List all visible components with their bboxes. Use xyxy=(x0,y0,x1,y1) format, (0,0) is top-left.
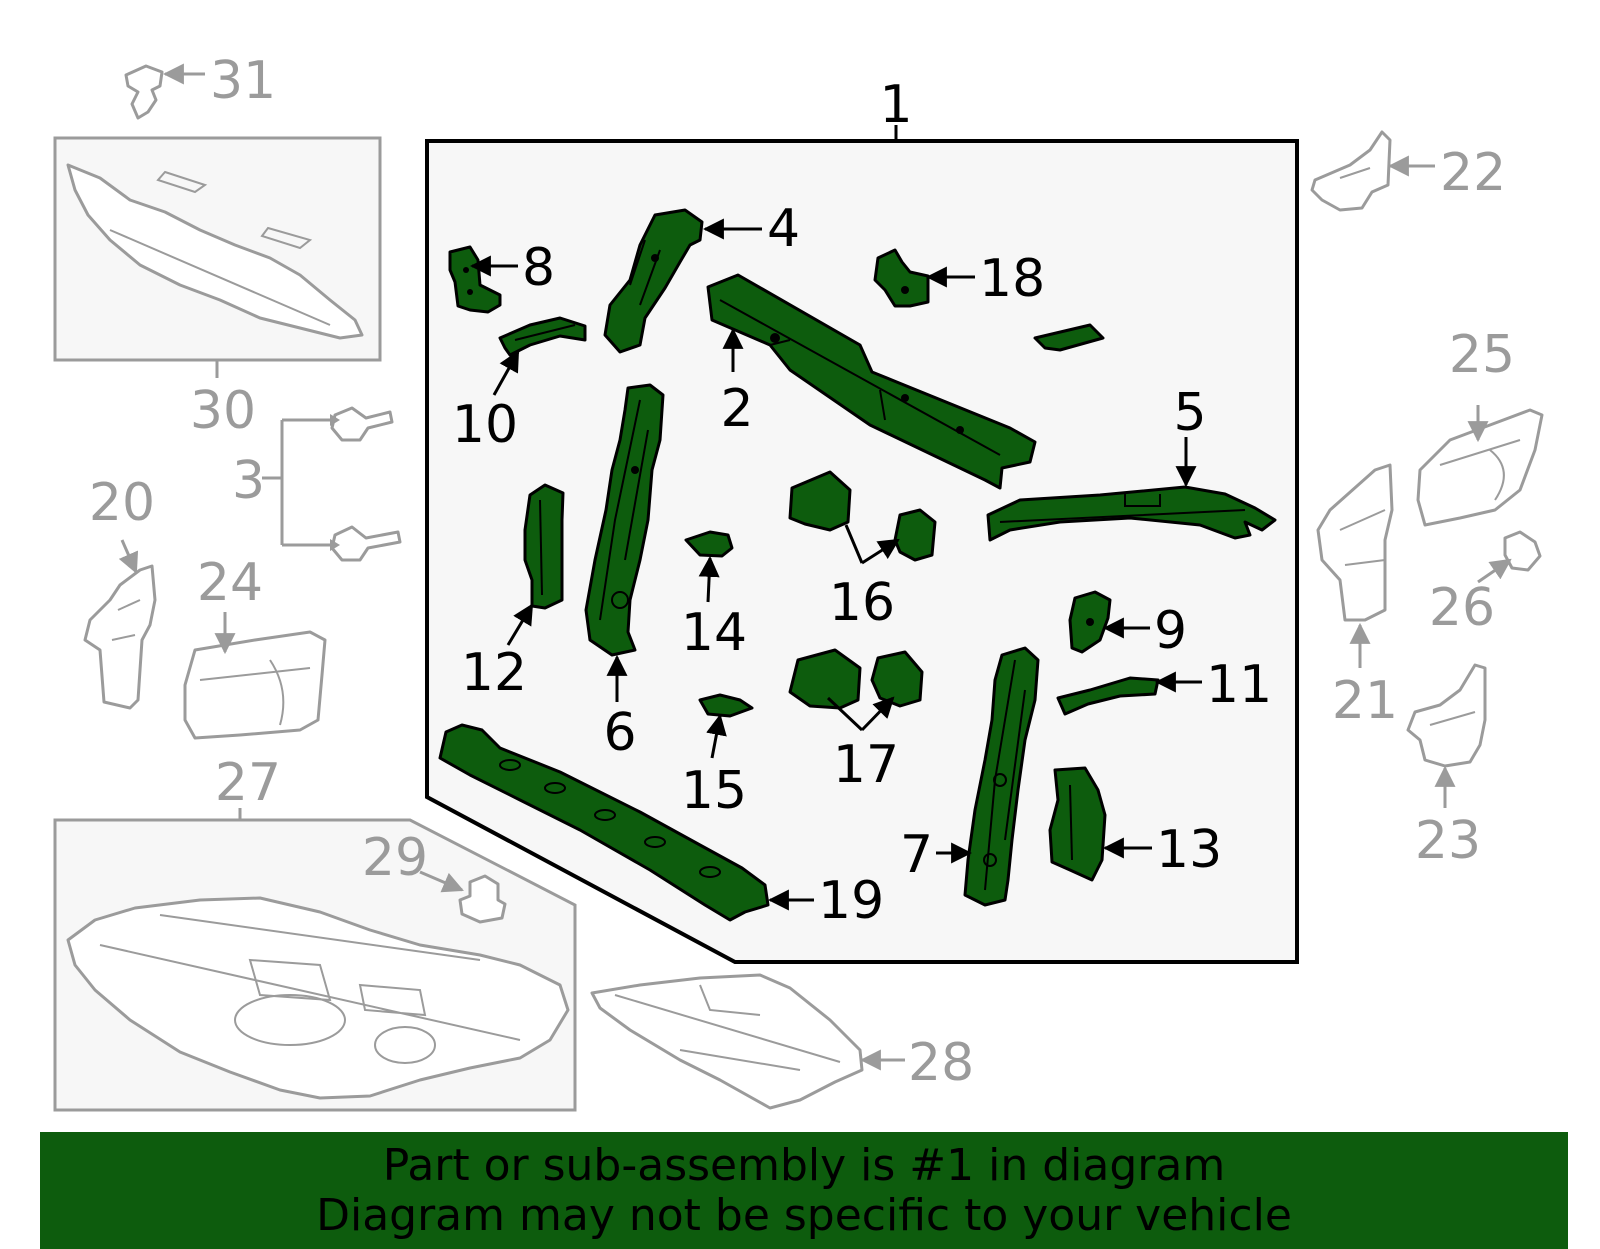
callout-29: 29 xyxy=(362,828,428,888)
banner-line-1: Part or sub-assembly is #1 in diagram xyxy=(382,1139,1226,1191)
callout-7: 7 xyxy=(900,825,933,885)
callout-9: 9 xyxy=(1154,601,1187,661)
callout-8: 8 xyxy=(522,238,555,298)
part-22-bracket[interactable] xyxy=(1310,130,1392,212)
leader-26 xyxy=(1477,558,1512,584)
leader-3 xyxy=(262,418,330,547)
part-30-cover[interactable] xyxy=(66,163,364,340)
part-6-pillar[interactable] xyxy=(584,383,665,657)
callout-31: 31 xyxy=(210,51,276,111)
part-21-bracket[interactable] xyxy=(1316,463,1394,622)
part-23-bracket[interactable] xyxy=(1406,663,1487,768)
leader-17 xyxy=(826,698,893,732)
callout-3: 3 xyxy=(232,451,265,511)
info-banner: Part or sub-assembly is #1 in diagram Di… xyxy=(40,1132,1568,1249)
leader-14 xyxy=(698,555,720,603)
callout-14: 14 xyxy=(681,603,747,663)
leader-16 xyxy=(844,525,898,565)
callout-23: 23 xyxy=(1415,811,1481,871)
callout-21: 21 xyxy=(1332,671,1398,731)
part-4-bracket[interactable] xyxy=(603,208,704,354)
callout-24: 24 xyxy=(197,553,263,613)
callout-22: 22 xyxy=(1440,143,1506,203)
part-9-bracket[interactable] xyxy=(1068,590,1112,654)
callout-17: 17 xyxy=(833,735,899,795)
part-11-brace[interactable] xyxy=(1056,676,1160,716)
callout-26: 26 xyxy=(1429,578,1495,638)
banner-line-2: Diagram may not be specific to your vehi… xyxy=(316,1189,1292,1241)
callout-12: 12 xyxy=(461,643,527,703)
leader-10 xyxy=(492,350,520,396)
part-13-bracket[interactable] xyxy=(1048,766,1107,882)
callout-13: 13 xyxy=(1156,820,1222,880)
part-5-member[interactable] xyxy=(986,485,1277,542)
callout-5: 5 xyxy=(1173,383,1206,443)
callout-11: 11 xyxy=(1206,655,1272,715)
part-28-undercover[interactable] xyxy=(590,973,864,1110)
callout-25: 25 xyxy=(1449,325,1515,385)
leader-15 xyxy=(706,713,727,759)
part-12-bracket[interactable] xyxy=(523,483,565,610)
callout-2: 2 xyxy=(720,379,753,439)
callout-1: 1 xyxy=(879,75,912,135)
part-plate[interactable] xyxy=(1033,323,1105,352)
callout-30: 30 xyxy=(190,381,256,441)
callout-6: 6 xyxy=(603,703,636,763)
assembly-box-1 xyxy=(425,139,1299,964)
part-3-bolts[interactable] xyxy=(330,406,402,562)
callout-15: 15 xyxy=(681,761,747,821)
callout-20: 20 xyxy=(89,473,155,533)
callout-16: 16 xyxy=(829,573,895,633)
part-26-bolt[interactable] xyxy=(1503,530,1542,572)
leader-12 xyxy=(506,603,534,646)
leader-29 xyxy=(419,870,464,893)
callout-10: 10 xyxy=(452,395,518,455)
part-7-pillar[interactable] xyxy=(963,646,1040,907)
callout-27: 27 xyxy=(215,753,281,813)
callout-4: 4 xyxy=(767,199,800,259)
leader-20 xyxy=(118,539,139,574)
part-27-undercover[interactable] xyxy=(66,896,570,1100)
part-31-clip[interactable] xyxy=(124,64,164,120)
part-29-bolt[interactable] xyxy=(458,874,507,924)
part-18-bracket[interactable] xyxy=(873,248,930,308)
part-2-upper-support[interactable] xyxy=(706,273,1037,490)
callout-28: 28 xyxy=(908,1033,974,1093)
callout-19: 19 xyxy=(818,871,884,931)
part-25-liner[interactable] xyxy=(1416,408,1544,527)
part-20-bracket[interactable] xyxy=(83,564,157,710)
part-24-shield[interactable] xyxy=(183,630,327,740)
callout-18: 18 xyxy=(979,249,1045,309)
part-14-pad[interactable] xyxy=(684,530,734,558)
